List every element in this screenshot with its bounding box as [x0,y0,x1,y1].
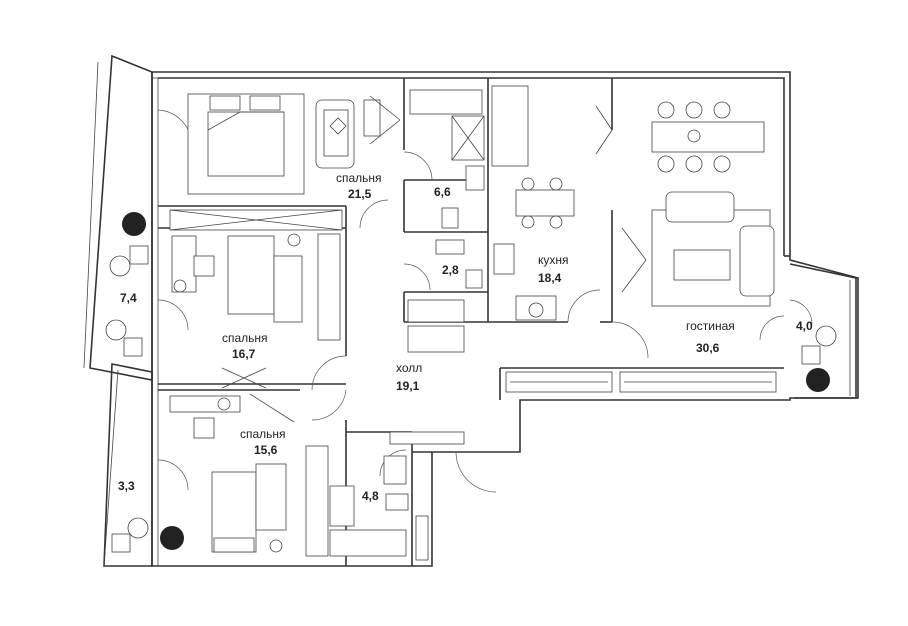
balcony-left-bottom-area: 3,3 [118,479,135,493]
bedroom1-furniture [187,93,401,195]
left-balconies [83,54,153,567]
wc-area: 2,8 [442,263,459,277]
bathroom1-fixtures [409,89,485,229]
balcony-left-top-area: 7,4 [120,291,137,305]
doors [157,109,813,493]
hall-name: холл [396,361,422,375]
hall-wardrobes [505,371,777,393]
bedroom3-furniture [169,393,329,557]
kitchen-name: кухня [538,253,569,267]
right-balcony [789,263,857,399]
living-name: гостиная [686,319,735,333]
bath2-area: 4,8 [362,489,379,503]
bedroom2-area: 16,7 [232,347,256,361]
balcony-right-area: 4,0 [796,319,813,333]
room-labels: спальня 21,5 6,6 2,8 кухня 18,4 гостиная… [118,171,813,503]
kitchen-furniture [407,85,575,353]
plant-icon [160,526,184,550]
hall-area: 19,1 [396,379,420,393]
living-area: 30,6 [696,341,720,355]
bedroom1-name: спальня [336,171,382,185]
bedroom3-area: 15,6 [254,443,278,457]
bedroom2-furniture [169,209,343,389]
balcony-furniture [105,245,837,553]
plant-icon [122,212,146,236]
living-furniture [595,101,775,307]
bedroom1-area: 21,5 [348,187,372,201]
bath1-area: 6,6 [434,185,451,199]
bedroom3-name: спальня [240,427,286,441]
bedroom2-name: спальня [222,331,268,345]
outer-walls [151,71,859,567]
kitchen-area: 18,4 [538,271,562,285]
bathroom2-fixtures [329,431,465,561]
plant-icons [122,212,830,550]
wc-fixtures [435,239,483,289]
plant-icon [806,368,830,392]
